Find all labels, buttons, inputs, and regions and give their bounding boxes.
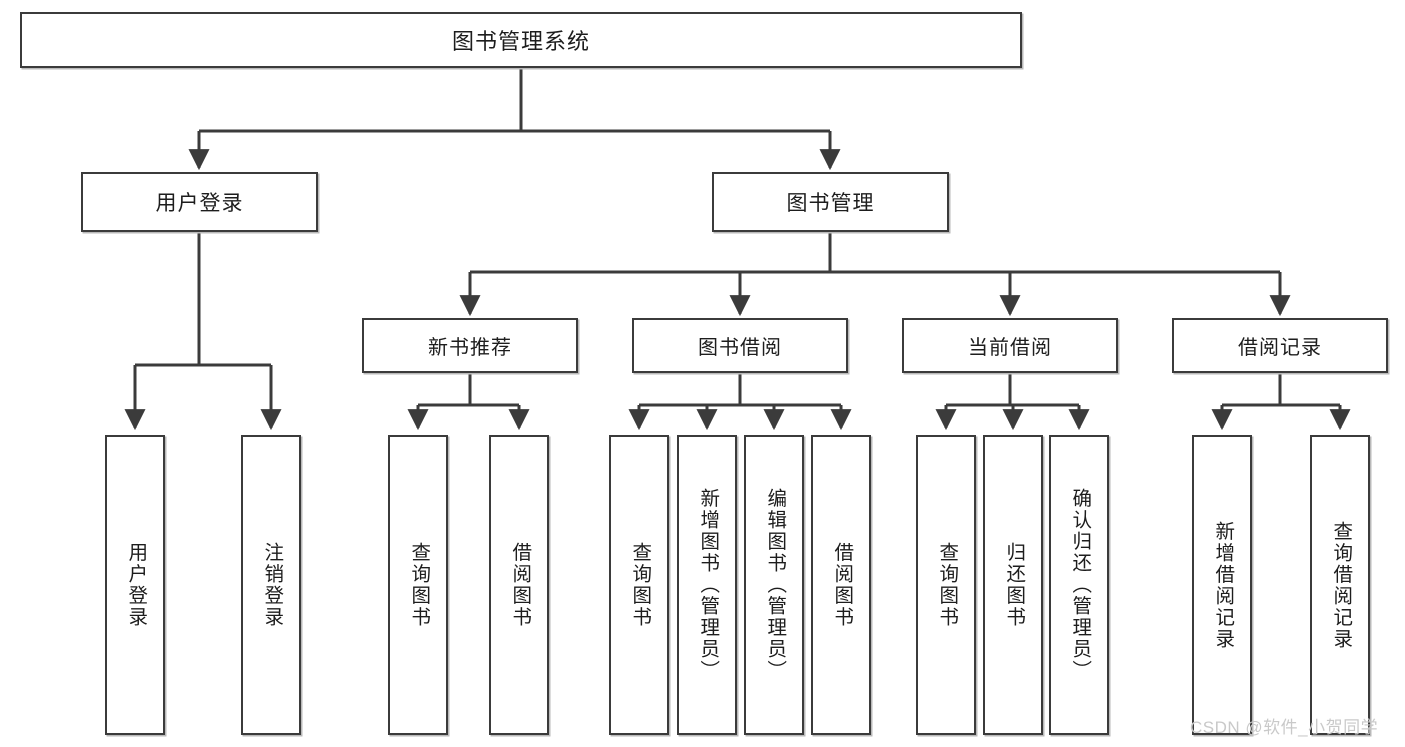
leaf-book-borrow-edit[interactable]: 编辑图书（管理员） (744, 435, 804, 735)
node-label: 确认归还（管理员） (1068, 488, 1091, 682)
node-book-management[interactable]: 图书管理 (712, 172, 949, 232)
node-label: 新增借阅记录 (1211, 520, 1234, 650)
leaf-book-borrow-borrow[interactable]: 借阅图书 (811, 435, 871, 735)
node-label: 借阅图书 (830, 542, 853, 628)
node-label: 新增图书（管理员） (696, 488, 719, 682)
leaf-new-book-query[interactable]: 查询图书 (388, 435, 448, 735)
node-label: 用户登录 (124, 542, 147, 628)
node-new-book-recommend[interactable]: 新书推荐 (362, 318, 578, 373)
node-label: 编辑图书（管理员） (763, 488, 786, 682)
leaf-user-login-signin[interactable]: 用户登录 (105, 435, 165, 735)
node-user-login[interactable]: 用户登录 (81, 172, 318, 232)
leaf-book-borrow-add[interactable]: 新增图书（管理员） (677, 435, 737, 735)
node-root-library-system[interactable]: 图书管理系统 (20, 12, 1022, 68)
node-label: 查询图书 (407, 542, 430, 628)
node-borrow-record[interactable]: 借阅记录 (1172, 318, 1388, 373)
node-book-borrow[interactable]: 图书借阅 (632, 318, 848, 373)
leaf-current-borrow-query[interactable]: 查询图书 (916, 435, 976, 735)
leaf-borrow-record-query[interactable]: 查询借阅记录 (1310, 435, 1370, 735)
leaf-current-borrow-return[interactable]: 归还图书 (983, 435, 1043, 735)
node-label: 当前借阅 (968, 337, 1052, 359)
leaf-user-login-signout[interactable]: 注销登录 (241, 435, 301, 735)
leaf-new-book-borrow[interactable]: 借阅图书 (489, 435, 549, 735)
node-label: 查询借阅记录 (1329, 520, 1352, 650)
node-label: 查询图书 (935, 542, 958, 628)
node-current-borrow[interactable]: 当前借阅 (902, 318, 1118, 373)
node-label: 图书管理系统 (451, 29, 590, 54)
node-label: 查询图书 (628, 542, 651, 628)
leaf-book-borrow-query[interactable]: 查询图书 (609, 435, 669, 735)
node-label: 归还图书 (1002, 542, 1025, 628)
node-label: 注销登录 (260, 542, 283, 628)
leaf-current-borrow-confirm-return[interactable]: 确认归还（管理员） (1049, 435, 1109, 735)
node-label: 用户登录 (155, 192, 244, 215)
node-label: 图书借阅 (698, 337, 782, 359)
leaf-borrow-record-add[interactable]: 新增借阅记录 (1192, 435, 1252, 735)
node-label: 借阅记录 (1238, 337, 1322, 359)
node-label: 新书推荐 (428, 337, 512, 359)
node-label: 借阅图书 (508, 542, 531, 628)
node-label: 图书管理 (786, 192, 875, 215)
